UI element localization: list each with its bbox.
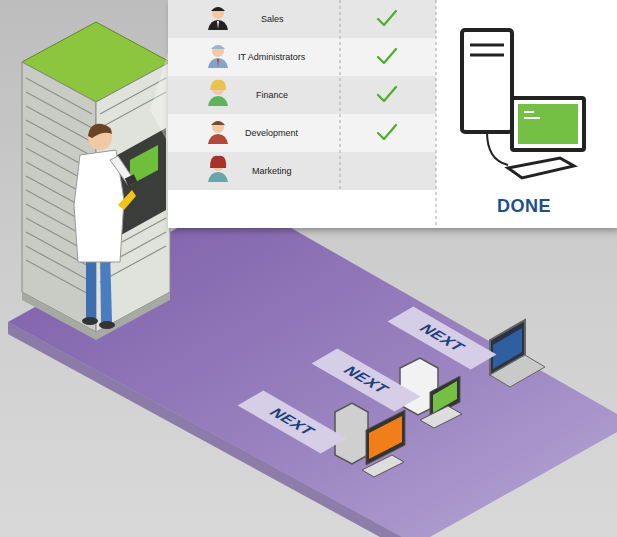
table-cell: Finance	[256, 90, 288, 100]
status-label: DONE	[497, 196, 551, 217]
table-cell: IT Administrators	[238, 52, 305, 62]
workstation	[335, 403, 405, 477]
table-cell: Sales	[261, 14, 284, 24]
status-panel	[168, 0, 617, 228]
table-cell: Development	[245, 128, 298, 138]
server-rack	[22, 22, 170, 340]
technician	[74, 124, 137, 329]
table-cell: Marketing	[252, 166, 292, 176]
computer-icon	[462, 30, 584, 178]
laptop	[490, 320, 545, 387]
